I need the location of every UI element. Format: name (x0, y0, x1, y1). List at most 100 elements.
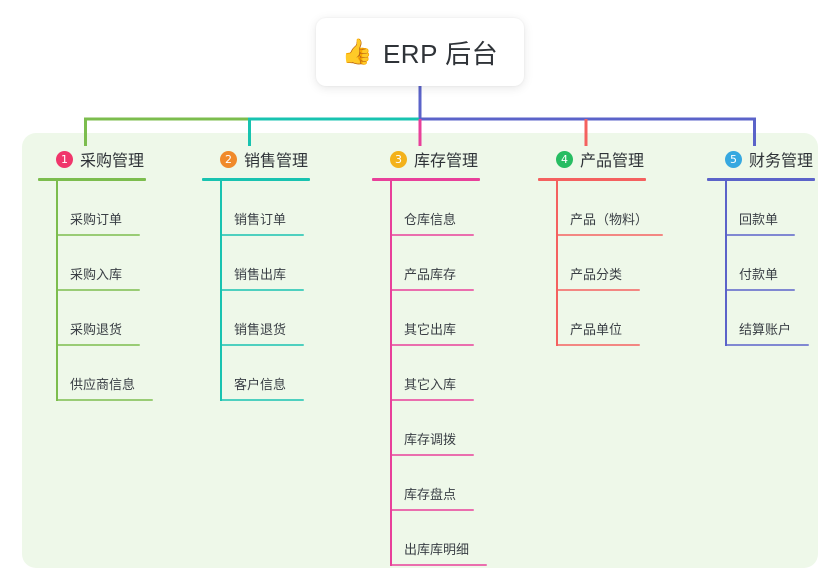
list-item[interactable]: 其它入库 (372, 346, 537, 401)
list-item[interactable]: 采购入库 (38, 236, 198, 291)
item-rule (56, 344, 140, 346)
list-item[interactable]: 产品分类 (538, 236, 708, 291)
item-label: 产品分类 (570, 267, 623, 282)
branch-badge-3: 3 (390, 150, 407, 168)
branch-column-3: 3 库存管理 仓库信息 产品库存 其它出库 其它入库 库存调拨 库存盘点 (372, 146, 537, 566)
item-label: 仓库信息 (404, 212, 457, 227)
diagram-panel (22, 133, 818, 568)
branch-spine-2 (220, 181, 222, 401)
item-label: 出库库明细 (404, 542, 470, 557)
root-node[interactable]: 👍 ERP 后台 (316, 18, 524, 86)
item-rule (390, 509, 474, 511)
list-item[interactable]: 结算账户 (707, 291, 839, 346)
item-label: 产品库存 (404, 267, 457, 282)
branch-title-2: 销售管理 (244, 153, 309, 170)
branch-header-3[interactable]: 3 库存管理 (372, 146, 537, 172)
item-rule (390, 399, 474, 401)
item-label: 采购入库 (70, 267, 123, 282)
branch-rule-5 (707, 178, 815, 181)
list-item[interactable]: 客户信息 (202, 346, 362, 401)
item-label: 库存调拨 (404, 432, 457, 447)
branch-items-4: 产品（物料） 产品分类 产品单位 (538, 181, 708, 346)
item-rule (56, 399, 153, 401)
item-label: 结算账户 (739, 322, 792, 337)
item-label: 采购退货 (70, 322, 123, 337)
branch-column-2: 2 销售管理 销售订单 销售出库 销售退货 客户信息 (202, 146, 362, 401)
list-item[interactable]: 采购退货 (38, 291, 198, 346)
list-item[interactable]: 销售订单 (202, 181, 362, 236)
list-item[interactable]: 库存调拨 (372, 401, 537, 456)
item-label: 销售订单 (234, 212, 287, 227)
branch-badge-2: 2 (220, 150, 237, 168)
branch-column-5: 5 财务管理 回款单 付款单 结算账户 (707, 146, 839, 346)
branch-title-3: 库存管理 (414, 153, 479, 170)
item-label: 采购订单 (70, 212, 123, 227)
branch-rule-2 (202, 178, 310, 181)
branch-badge-5: 5 (725, 150, 742, 168)
item-label: 产品单位 (570, 322, 623, 337)
list-item[interactable]: 付款单 (707, 236, 839, 291)
item-rule (220, 289, 304, 291)
list-item[interactable]: 销售出库 (202, 236, 362, 291)
item-label: 销售出库 (234, 267, 287, 282)
list-item[interactable]: 产品（物料） (538, 181, 708, 236)
item-label: 客户信息 (234, 377, 287, 392)
branch-spine-5 (725, 181, 727, 346)
branch-badge-1: 1 (56, 150, 73, 168)
list-item[interactable]: 产品库存 (372, 236, 537, 291)
item-label: 其它入库 (404, 377, 457, 392)
branch-title-1: 采购管理 (80, 153, 145, 170)
item-rule (56, 289, 140, 291)
item-rule (220, 344, 304, 346)
item-rule (556, 234, 663, 236)
item-rule (390, 234, 474, 236)
item-label: 供应商信息 (70, 377, 136, 392)
item-rule (220, 234, 304, 236)
item-label: 回款单 (739, 212, 779, 227)
branch-items-2: 销售订单 销售出库 销售退货 客户信息 (202, 181, 362, 401)
branch-spine-1 (56, 181, 58, 401)
branch-rule-3 (372, 178, 480, 181)
thumbs-up-icon: 👍 (341, 37, 373, 66)
item-label: 库存盘点 (404, 487, 457, 502)
list-item[interactable]: 回款单 (707, 181, 839, 236)
branch-spine-3 (390, 181, 392, 566)
branch-header-5[interactable]: 5 财务管理 (707, 146, 839, 172)
branch-title-4: 产品管理 (580, 153, 645, 170)
item-rule (390, 344, 474, 346)
item-label: 付款单 (739, 267, 779, 282)
item-rule (725, 344, 809, 346)
item-rule (220, 399, 304, 401)
branch-badge-4: 4 (556, 150, 573, 168)
item-rule (556, 289, 640, 291)
item-label: 销售退货 (234, 322, 287, 337)
list-item[interactable]: 出库库明细 (372, 511, 537, 566)
list-item[interactable]: 销售退货 (202, 291, 362, 346)
branch-items-3: 仓库信息 产品库存 其它出库 其它入库 库存调拨 库存盘点 出库库明细 (372, 181, 537, 566)
item-label: 产品（物料） (570, 212, 649, 227)
branch-items-1: 采购订单 采购入库 采购退货 供应商信息 (38, 181, 198, 401)
list-item[interactable]: 产品单位 (538, 291, 708, 346)
root-title: ERP 后台 (382, 38, 499, 69)
branch-rule-4 (538, 178, 646, 181)
list-item[interactable]: 供应商信息 (38, 346, 198, 401)
branch-header-4[interactable]: 4 产品管理 (538, 146, 708, 172)
branch-title-5: 财务管理 (749, 153, 814, 170)
item-rule (390, 454, 474, 456)
branch-items-5: 回款单 付款单 结算账户 (707, 181, 839, 346)
item-rule (390, 564, 487, 566)
branch-header-1[interactable]: 1 采购管理 (38, 146, 198, 172)
list-item[interactable]: 采购订单 (38, 181, 198, 236)
branch-rule-1 (38, 178, 146, 181)
branch-spine-4 (556, 181, 558, 346)
branch-column-4: 4 产品管理 产品（物料） 产品分类 产品单位 (538, 146, 708, 346)
list-item[interactable]: 库存盘点 (372, 456, 537, 511)
branch-column-1: 1 采购管理 采购订单 采购入库 采购退货 供应商信息 (38, 146, 198, 401)
item-rule (725, 234, 795, 236)
item-rule (725, 289, 795, 291)
branch-header-2[interactable]: 2 销售管理 (202, 146, 362, 172)
list-item[interactable]: 仓库信息 (372, 181, 537, 236)
item-rule (556, 344, 640, 346)
item-rule (390, 289, 474, 291)
list-item[interactable]: 其它出库 (372, 291, 537, 346)
